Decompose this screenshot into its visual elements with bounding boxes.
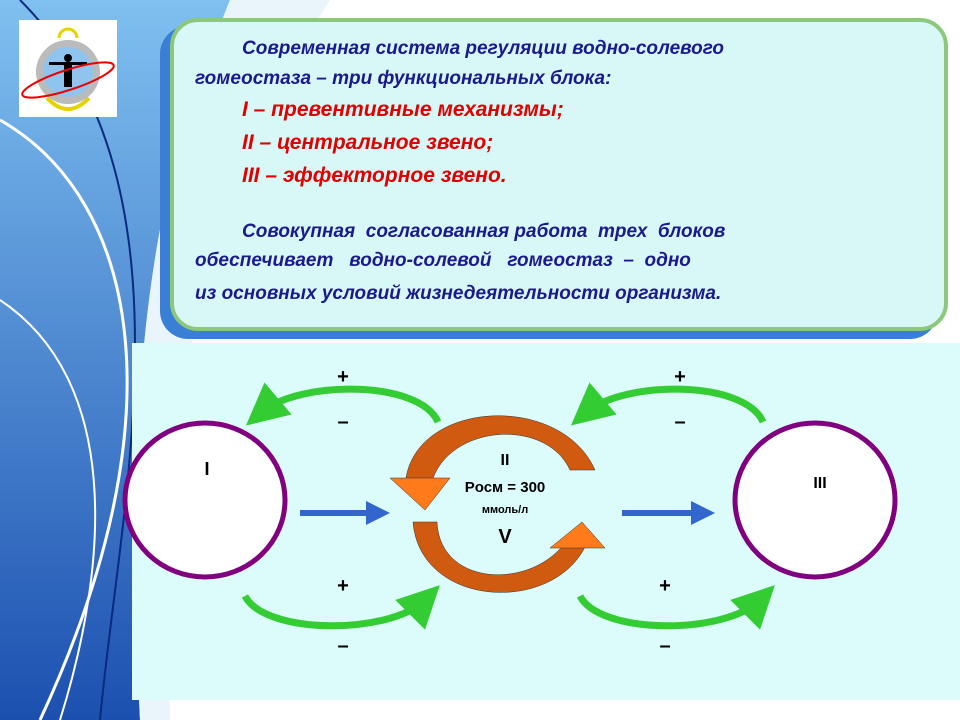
- plus-sign: +: [674, 366, 686, 388]
- anchor-emblem-icon: [21, 27, 115, 111]
- plus-sign: +: [337, 575, 349, 597]
- para-line-1: Совокупная согласованная работа трех бло…: [242, 221, 726, 242]
- feedback-arrow-bottom-right: [576, 585, 775, 630]
- osmotic-unit: ммоль/л: [482, 504, 528, 516]
- block-3-circle: [732, 420, 898, 580]
- center-label: II: [501, 452, 510, 469]
- block-2-text: II – центральное звено;: [242, 131, 494, 154]
- minus-sign: –: [674, 411, 685, 433]
- plus-sign: +: [337, 366, 349, 388]
- plus-sign: +: [659, 575, 671, 597]
- osmotic-pressure: Pосм = 300: [465, 479, 546, 496]
- volume-label: V: [498, 526, 512, 548]
- intro-line-1: Современная система регуляции водно-соле…: [242, 38, 725, 59]
- minus-sign: –: [659, 635, 670, 657]
- block-3-text: III – эффекторное звено.: [242, 164, 507, 187]
- feedback-arrow-top-left: [245, 382, 442, 426]
- block-1-circle: [122, 420, 288, 580]
- block-1-text: I – превентивные механизмы;: [242, 98, 564, 121]
- central-cycle-arrows: [389, 415, 606, 593]
- logo: [19, 20, 117, 117]
- summary-textbox: [170, 18, 948, 331]
- feedback-arrow-top-right: [570, 382, 767, 426]
- minus-sign: –: [337, 635, 348, 657]
- feedback-arrow-bottom-left: [241, 585, 440, 630]
- block-3-label: III: [813, 475, 826, 492]
- para-line-3: из основных условий жизнедеятельности ор…: [195, 283, 722, 304]
- para-line-2: обеспечивает водно-солевой гомеостаз – о…: [195, 250, 691, 271]
- block-1-label: I: [204, 459, 209, 479]
- minus-sign: –: [337, 411, 348, 433]
- intro-line-2: гомеостаза – три функциональных блока:: [195, 68, 612, 89]
